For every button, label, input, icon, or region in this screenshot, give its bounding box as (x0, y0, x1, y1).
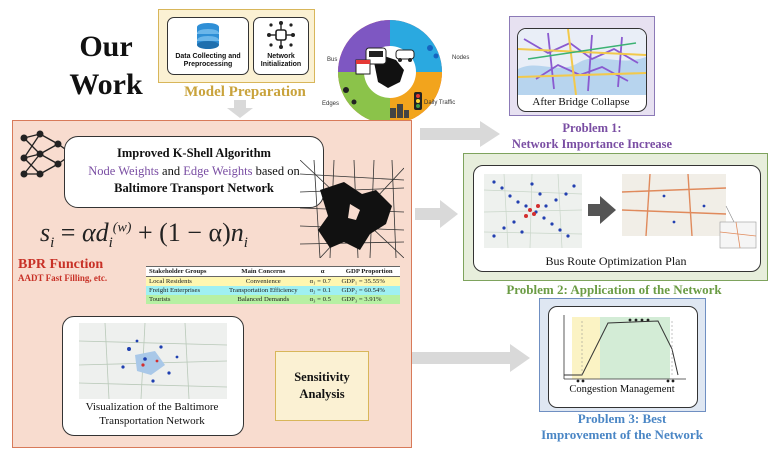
visualization-map-image (78, 322, 228, 400)
problem3-card (548, 306, 698, 408)
arrow-hub-to-p1 (420, 121, 500, 147)
bus-icon (365, 47, 387, 65)
model-preparation-title: Model Preparation (184, 84, 306, 100)
formula-eq: = (54, 218, 82, 247)
table-cell: α₁ = 0.7 (309, 278, 331, 285)
page-title: Our Work (58, 28, 154, 103)
formula-sub-i: i (50, 235, 55, 252)
problem3-caption: Congestion Management (569, 384, 675, 395)
visualization-caption: Visualization of the Baltimore Transport… (62, 400, 242, 429)
formula-sup-w: (w) (112, 220, 132, 236)
network-puzzle-hub (338, 20, 442, 124)
car-icon (395, 49, 415, 62)
problem2-card (473, 165, 761, 272)
title-line-2: Work (69, 67, 143, 101)
visualization-card (62, 316, 244, 436)
network-initialization-card: Network Initialization (253, 17, 309, 75)
table-cell: GDP₃ = 3.91% (341, 296, 382, 303)
table-cell: Tourists (149, 296, 171, 303)
congestion-management-image (563, 315, 686, 383)
bridge-collapse-map-image (518, 29, 646, 95)
baltimore-map-image (300, 160, 404, 258)
edge-weights-text: Edge Weights (183, 163, 253, 178)
database-icon (197, 23, 219, 49)
table-row: Local Residents Convenience α₁ = 0.7 GDP… (146, 276, 400, 286)
table-cell: Convenience (245, 278, 281, 285)
arrow-algo-to-p2 (415, 200, 458, 228)
table-row: Tourists Balanced Demands α₃ = 0.5 GDP₃ … (146, 295, 400, 304)
algorithm-title: Improved K-Shell Algorithm (117, 146, 271, 160)
hub-label-nodes: Nodes (452, 55, 470, 61)
network-icon (267, 21, 295, 49)
problem3-title: Problem 3: Best Improvement of the Netwo… (520, 411, 724, 444)
based-on-text: based on (252, 163, 300, 178)
table-header: Stakeholder Groups (146, 266, 220, 277)
problem1-card (517, 28, 647, 112)
bpr-function-title: BPR Function (18, 257, 104, 272)
algorithm-card: Improved K-Shell Algorithm Node Weights … (64, 136, 324, 208)
arrow-prep-to-algo (227, 100, 253, 118)
table-cell: α₂ = 0.1 (309, 287, 331, 294)
weights-line: Node Weights and Edge Weights based on (65, 163, 323, 181)
data-collecting-card: Data Collecting and Preprocessing (167, 17, 249, 75)
arrow-viz-to-p3 (412, 344, 530, 372)
problem3-title-line-1: Problem 3: Best (577, 411, 667, 426)
table-cell: Local Residents (149, 278, 192, 285)
formula-n: n (230, 218, 244, 247)
table-cell: Transportation Efficiency (229, 287, 298, 294)
kshell-formula: si = αdi(w) + (1 − α)ni (40, 218, 248, 252)
table-cell: GDP₂ = 60.54% (341, 287, 385, 294)
sensitivity-line-2: Analysis (299, 387, 345, 401)
city-icon (390, 104, 409, 118)
formula-sub-i-2: i (108, 235, 113, 252)
table-cell: α₃ = 0.5 (309, 296, 331, 303)
problem2-title: Problem 2: Application of the Network (506, 282, 722, 297)
bus-route-map-images (483, 173, 757, 249)
network-name: Baltimore Transport Network (114, 181, 274, 195)
and-text: and (158, 163, 184, 178)
node-weights-text: Node Weights (88, 163, 159, 178)
bpr-function-subtitle: AADT Fast Filling, etc. (18, 273, 108, 283)
formula-d: d (95, 218, 109, 247)
sensitivity-analysis-box: Sensitivity Analysis (275, 351, 369, 421)
problem3-title-line-2: Improvement of the Network (541, 427, 703, 443)
hub-label-bus: Bus (327, 57, 338, 63)
problem1-title: Problem 1: Network Importance Increase (492, 120, 692, 153)
formula-plus: + (1 − α) (131, 218, 231, 247)
table-header: α (306, 266, 339, 277)
formula-s: s (40, 218, 51, 247)
table-header: GDP Proportion (338, 266, 400, 277)
data-collecting-label: Data Collecting and Preprocessing (175, 52, 241, 68)
traffic-light-icon (414, 92, 422, 110)
problem1-title-line-2: Network Importance Increase (511, 137, 673, 152)
table-cell: Freight Enterprises (149, 287, 201, 294)
sensitivity-line-1: Sensitivity (294, 370, 350, 385)
visualization-caption-line-2: Transportation Network (99, 415, 205, 428)
formula-alpha: α (81, 218, 96, 247)
visualization-caption-line-1: Visualization of the Baltimore (85, 401, 219, 413)
table-cell: GDP₁ = 35.55% (341, 278, 385, 285)
title-line-1: Our (79, 30, 133, 63)
calendar-icon (355, 59, 371, 75)
arrow-right-icon (588, 196, 616, 224)
table-header-row: Stakeholder Groups Main Concerns α GDP P… (146, 266, 400, 277)
problem1-title-line-1: Problem 1: (562, 121, 622, 135)
network-initialization-label: Network Initialization (260, 52, 302, 68)
hub-label-traffic: Daily Traffic (424, 100, 456, 106)
formula-sub-i-3: i (243, 235, 248, 252)
problem1-caption: After Bridge Collapse (532, 96, 630, 108)
stakeholder-table: Stakeholder Groups Main Concerns α GDP P… (146, 266, 400, 304)
model-preparation-box: Data Collecting and Preprocessing Networ… (158, 9, 315, 83)
table-row: Freight Enterprises Transportation Effic… (146, 286, 400, 295)
hub-label-edges: Edges (322, 101, 340, 107)
problem2-caption: Bus Route Optimization Plan (545, 254, 687, 268)
table-header: Main Concerns (219, 266, 307, 277)
table-cell: Balanced Demands (237, 296, 290, 303)
